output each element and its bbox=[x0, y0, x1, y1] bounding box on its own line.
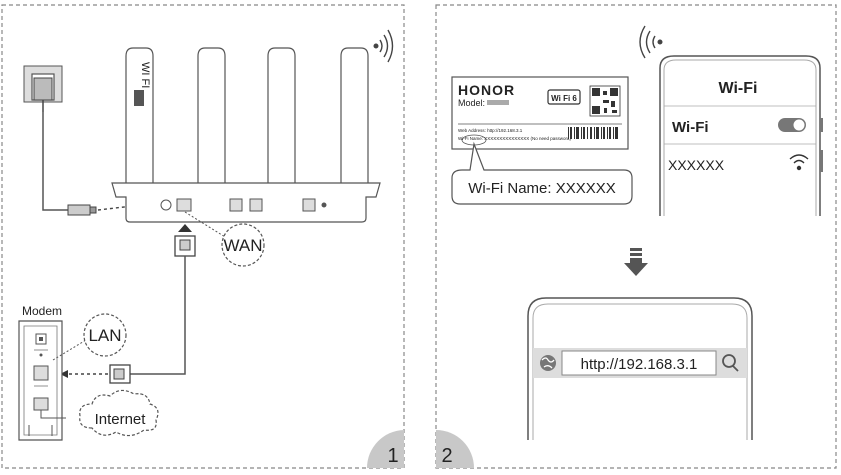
step-badge-1 bbox=[367, 430, 404, 468]
wan-label: WAN bbox=[223, 236, 262, 255]
panel-2-frame bbox=[435, 4, 837, 469]
globe-icon bbox=[540, 355, 556, 371]
panel-1-frame bbox=[1, 4, 405, 469]
phone-title: Wi-Fi bbox=[719, 80, 758, 97]
lan-callout bbox=[83, 313, 127, 357]
wan-callout bbox=[221, 223, 265, 267]
label-model: Model: bbox=[458, 98, 485, 108]
label-wifi-name: Wi-Fi Name: XXXXXXXXXXXXXXX (No need pas… bbox=[458, 136, 572, 141]
wifi-name-callout bbox=[451, 141, 633, 205]
step-number-1: 1 bbox=[387, 445, 398, 467]
wifi-signal-icon bbox=[373, 29, 394, 63]
lan-label: LAN bbox=[88, 326, 121, 345]
router-ports bbox=[160, 198, 327, 212]
router-brand-text: WI FI bbox=[139, 62, 151, 88]
cloud-icon bbox=[79, 389, 159, 437]
label-web-address: Web Address: http://192.168.3.1 bbox=[458, 128, 523, 133]
wifi-signal-icon-2 bbox=[639, 25, 663, 59]
ethernet-plug-icon bbox=[174, 235, 196, 257]
down-arrow-icon bbox=[624, 248, 648, 276]
address-bar-url: http://192.168.3.1 bbox=[581, 356, 698, 373]
toggle-switch-icon[interactable] bbox=[778, 118, 806, 132]
wifi-name-callout-text: Wi-Fi Name: XXXXXX bbox=[468, 180, 616, 197]
address-bar[interactable] bbox=[561, 350, 717, 376]
router-antennas bbox=[125, 47, 369, 196]
modem-device bbox=[18, 320, 63, 441]
wifi-strength-icon bbox=[789, 154, 809, 171]
wifi6-badge-text: Wi Fi 6 bbox=[551, 94, 577, 103]
search-icon[interactable] bbox=[722, 354, 739, 372]
internet-label: Internet bbox=[95, 411, 147, 428]
power-adapter-icon bbox=[23, 65, 63, 112]
label-brand: HONOR bbox=[458, 82, 515, 98]
wifi6-badge bbox=[547, 89, 581, 105]
step-number-2: 2 bbox=[441, 445, 452, 467]
qr-code-icon bbox=[589, 85, 621, 117]
wifi-toggle-label: Wi-Fi bbox=[672, 119, 709, 136]
router-body bbox=[111, 182, 381, 223]
barcode-icon bbox=[568, 127, 620, 139]
step-badge-2 bbox=[436, 430, 474, 468]
network-name[interactable]: XXXXXX bbox=[668, 157, 725, 173]
phone-device bbox=[659, 55, 823, 216]
modem-label: Modem bbox=[22, 304, 62, 318]
router-wifi6-badge bbox=[134, 90, 144, 106]
power-plug-icon bbox=[67, 204, 97, 216]
ethernet-plug-icon-2 bbox=[109, 364, 131, 384]
